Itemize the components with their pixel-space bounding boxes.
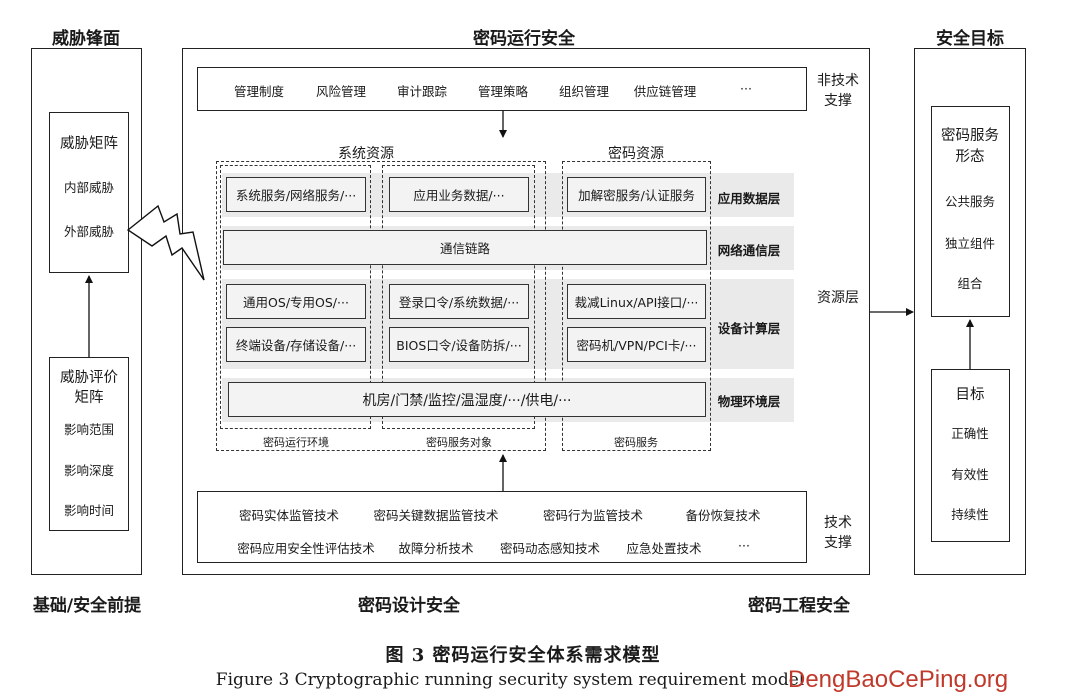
service-component: 独立组件 bbox=[944, 236, 996, 251]
foundation-label: 基础/安全前提 bbox=[32, 596, 142, 616]
system-resource-title: 系统资源 bbox=[338, 146, 394, 162]
watermark: DengBaoCePing.org bbox=[788, 666, 1009, 693]
service-form-title-2: 形态 bbox=[955, 149, 985, 165]
tech-item: 密码应用安全性评估技术 bbox=[237, 541, 375, 556]
service-form-box bbox=[931, 106, 1010, 317]
env-subgroup bbox=[220, 165, 371, 429]
goal-title: 安全目标 bbox=[936, 29, 1004, 49]
object-label: 密码服务对象 bbox=[426, 436, 492, 449]
layer-label-device: 设备计算层 bbox=[717, 321, 781, 336]
nontech-item: 供应链管理 bbox=[633, 84, 697, 99]
eval-item-time: 影响时间 bbox=[63, 503, 115, 518]
nontech-item: 审计跟踪 bbox=[396, 84, 448, 99]
cell-vpn: 密码机/VPN/PCI卡/··· bbox=[567, 327, 706, 362]
layer-label-app: 应用数据层 bbox=[717, 191, 781, 206]
threat-eval-box bbox=[49, 357, 129, 531]
target-box bbox=[931, 369, 1010, 542]
threat-internal: 内部威胁 bbox=[63, 180, 115, 195]
crypto-resource-title: 密码资源 bbox=[608, 146, 664, 162]
cell-linux-api: 裁减Linux/API接口/··· bbox=[567, 284, 706, 319]
nontech-item: 管理制度 bbox=[233, 84, 285, 99]
cell-sys-service: 系统服务/网络服务/··· bbox=[226, 177, 366, 212]
target-continuity: 持续性 bbox=[951, 507, 989, 522]
threat-matrix-title: 威胁矩阵 bbox=[60, 136, 118, 152]
layer-label-net: 网络通信层 bbox=[717, 243, 781, 258]
nontech-item: ··· bbox=[740, 81, 752, 96]
object-subgroup bbox=[382, 165, 535, 429]
nontech-item: 风险管理 bbox=[315, 84, 367, 99]
design-security-label: 密码设计安全 bbox=[358, 596, 460, 616]
target-effectiveness: 有效性 bbox=[951, 467, 989, 482]
tech-label-1: 技术 bbox=[824, 515, 852, 531]
tech-item: ··· bbox=[738, 538, 750, 553]
nontech-box bbox=[197, 67, 807, 111]
system-resource-group bbox=[216, 161, 546, 451]
tech-item: 密码行为监管技术 bbox=[542, 508, 644, 523]
tech-item: 故障分析技术 bbox=[398, 541, 474, 556]
tech-item: 密码实体监管技术 bbox=[238, 508, 340, 523]
service-form-title-1: 密码服务 bbox=[941, 128, 999, 144]
threat-eval-title-1: 威胁评价 bbox=[60, 370, 118, 386]
cell-terminal: 终端设备/存储设备/··· bbox=[226, 327, 366, 362]
tech-item: 应急处置技术 bbox=[626, 541, 702, 556]
resource-layer-label: 资源层 bbox=[817, 290, 859, 306]
cell-bios: BIOS口令/设备防拆/··· bbox=[389, 327, 529, 362]
eval-item-scope: 影响范围 bbox=[63, 422, 115, 437]
cell-login: 登录口令/系统数据/··· bbox=[389, 284, 529, 319]
eval-item-depth: 影响深度 bbox=[63, 463, 115, 478]
nontech-item: 组织管理 bbox=[558, 84, 610, 99]
target-correctness: 正确性 bbox=[951, 426, 989, 441]
threat-external: 外部威胁 bbox=[63, 224, 115, 239]
caption-cn: 图 3 密码运行安全体系需求模型 bbox=[385, 645, 661, 666]
nontech-label-1: 非技术 bbox=[817, 73, 859, 89]
tech-item: 密码关键数据监管技术 bbox=[373, 508, 499, 523]
tech-item: 密码动态感知技术 bbox=[499, 541, 601, 556]
env-label: 密码运行环境 bbox=[263, 436, 329, 449]
threat-title: 威胁锋面 bbox=[52, 29, 120, 49]
caption-en: Figure 3 Cryptographic running security … bbox=[215, 670, 805, 690]
service-public: 公共服务 bbox=[944, 194, 996, 209]
tech-box bbox=[197, 491, 807, 563]
cell-app-data: 应用业务数据/··· bbox=[389, 177, 529, 212]
nontech-label-2: 支撑 bbox=[824, 93, 852, 109]
target-title: 目标 bbox=[955, 387, 985, 403]
lightning-icon bbox=[126, 204, 205, 281]
cell-machine-room: 机房/门禁/监控/温湿度/···/供电/··· bbox=[228, 382, 706, 417]
main-title: 密码运行安全 bbox=[473, 29, 575, 49]
cell-crypto-service: 加解密服务/认证服务 bbox=[567, 177, 706, 212]
threat-eval-title-2: 矩阵 bbox=[74, 390, 104, 406]
nontech-item: 管理策略 bbox=[477, 84, 529, 99]
tech-item: 备份恢复技术 bbox=[685, 508, 761, 523]
cell-os: 通用OS/专用OS/··· bbox=[226, 284, 366, 319]
cell-comm-link: 通信链路 bbox=[223, 230, 707, 265]
threat-matrix-box bbox=[49, 112, 129, 273]
service-combo: 组合 bbox=[957, 276, 983, 291]
layer-label-phys: 物理环境层 bbox=[717, 394, 781, 409]
service-label: 密码服务 bbox=[614, 436, 658, 449]
crypto-resource-group bbox=[562, 161, 711, 451]
tech-label-2: 支撑 bbox=[824, 535, 852, 551]
engineering-security-label: 密码工程安全 bbox=[748, 596, 850, 616]
